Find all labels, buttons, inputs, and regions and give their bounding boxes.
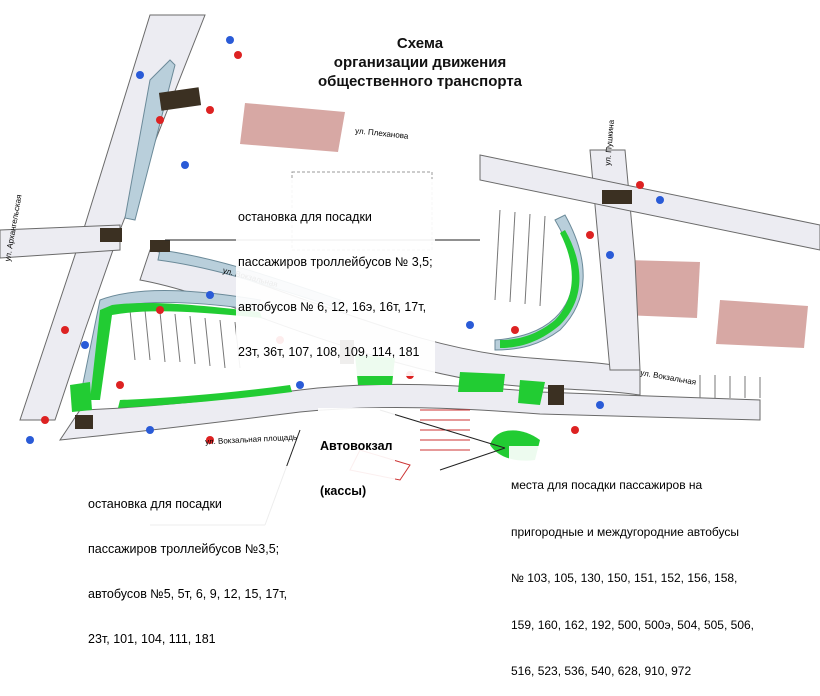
stop-south-line-3: автобусов №5, 5т, 6, 9, 12, 15, 17т, <box>88 587 288 601</box>
map-title: Схема организации движения общественного… <box>300 34 540 91</box>
intercity-line-5: 516, 523, 536, 540, 628, 910, 972 <box>511 664 692 678</box>
stop-north-annotation: остановка для посадки пассажиров троллей… <box>236 179 435 376</box>
bus-station-label: Автовокзал (кассы) <box>318 408 395 515</box>
intercity-line-4: 159, 160, 162, 192, 500, 500э, 504, 505,… <box>511 617 754 632</box>
traffic-signs <box>26 36 664 444</box>
stop-south-line-1: остановка для посадки <box>88 497 222 511</box>
stop-north-line-3: автобусов № 6, 12, 16э, 16т, 17т, <box>238 300 427 314</box>
building-east-1 <box>622 260 700 318</box>
title-line-2: организации движения <box>333 54 507 71</box>
intercity-line-3: № 103, 105, 130, 150, 151, 152, 156, 158… <box>511 571 738 585</box>
stop-north-line-1: остановка для посадки <box>238 210 372 224</box>
building-east-2 <box>716 300 808 348</box>
parking-lot <box>129 209 761 398</box>
title-line-3: общественного транспорта <box>317 73 523 90</box>
stop-south-annotation: остановка для посадки пассажиров троллей… <box>86 466 290 663</box>
bus-station-line-2: (кассы) <box>320 484 367 498</box>
stop-north-line-2: пассажиров троллейбусов № 3,5; <box>238 255 433 269</box>
building-north <box>240 103 345 152</box>
intercity-line-1: места для посадки пассажиров на <box>511 478 703 492</box>
title-line-1: Схема <box>396 35 444 52</box>
bus-station-line-1: Автовокзал <box>320 439 393 453</box>
intercity-line-2: пригородные и междугородние автобусы <box>511 524 739 539</box>
stop-south-line-4: 23т, 101, 104, 111, 181 <box>88 632 216 646</box>
intercity-annotation: места для посадки пассажиров на пригород… <box>509 446 756 696</box>
stop-north-line-4: 23т, 36т, 107, 108, 109, 114, 181 <box>238 345 420 359</box>
stop-south-line-2: пассажиров троллейбусов №3,5; <box>88 542 280 556</box>
